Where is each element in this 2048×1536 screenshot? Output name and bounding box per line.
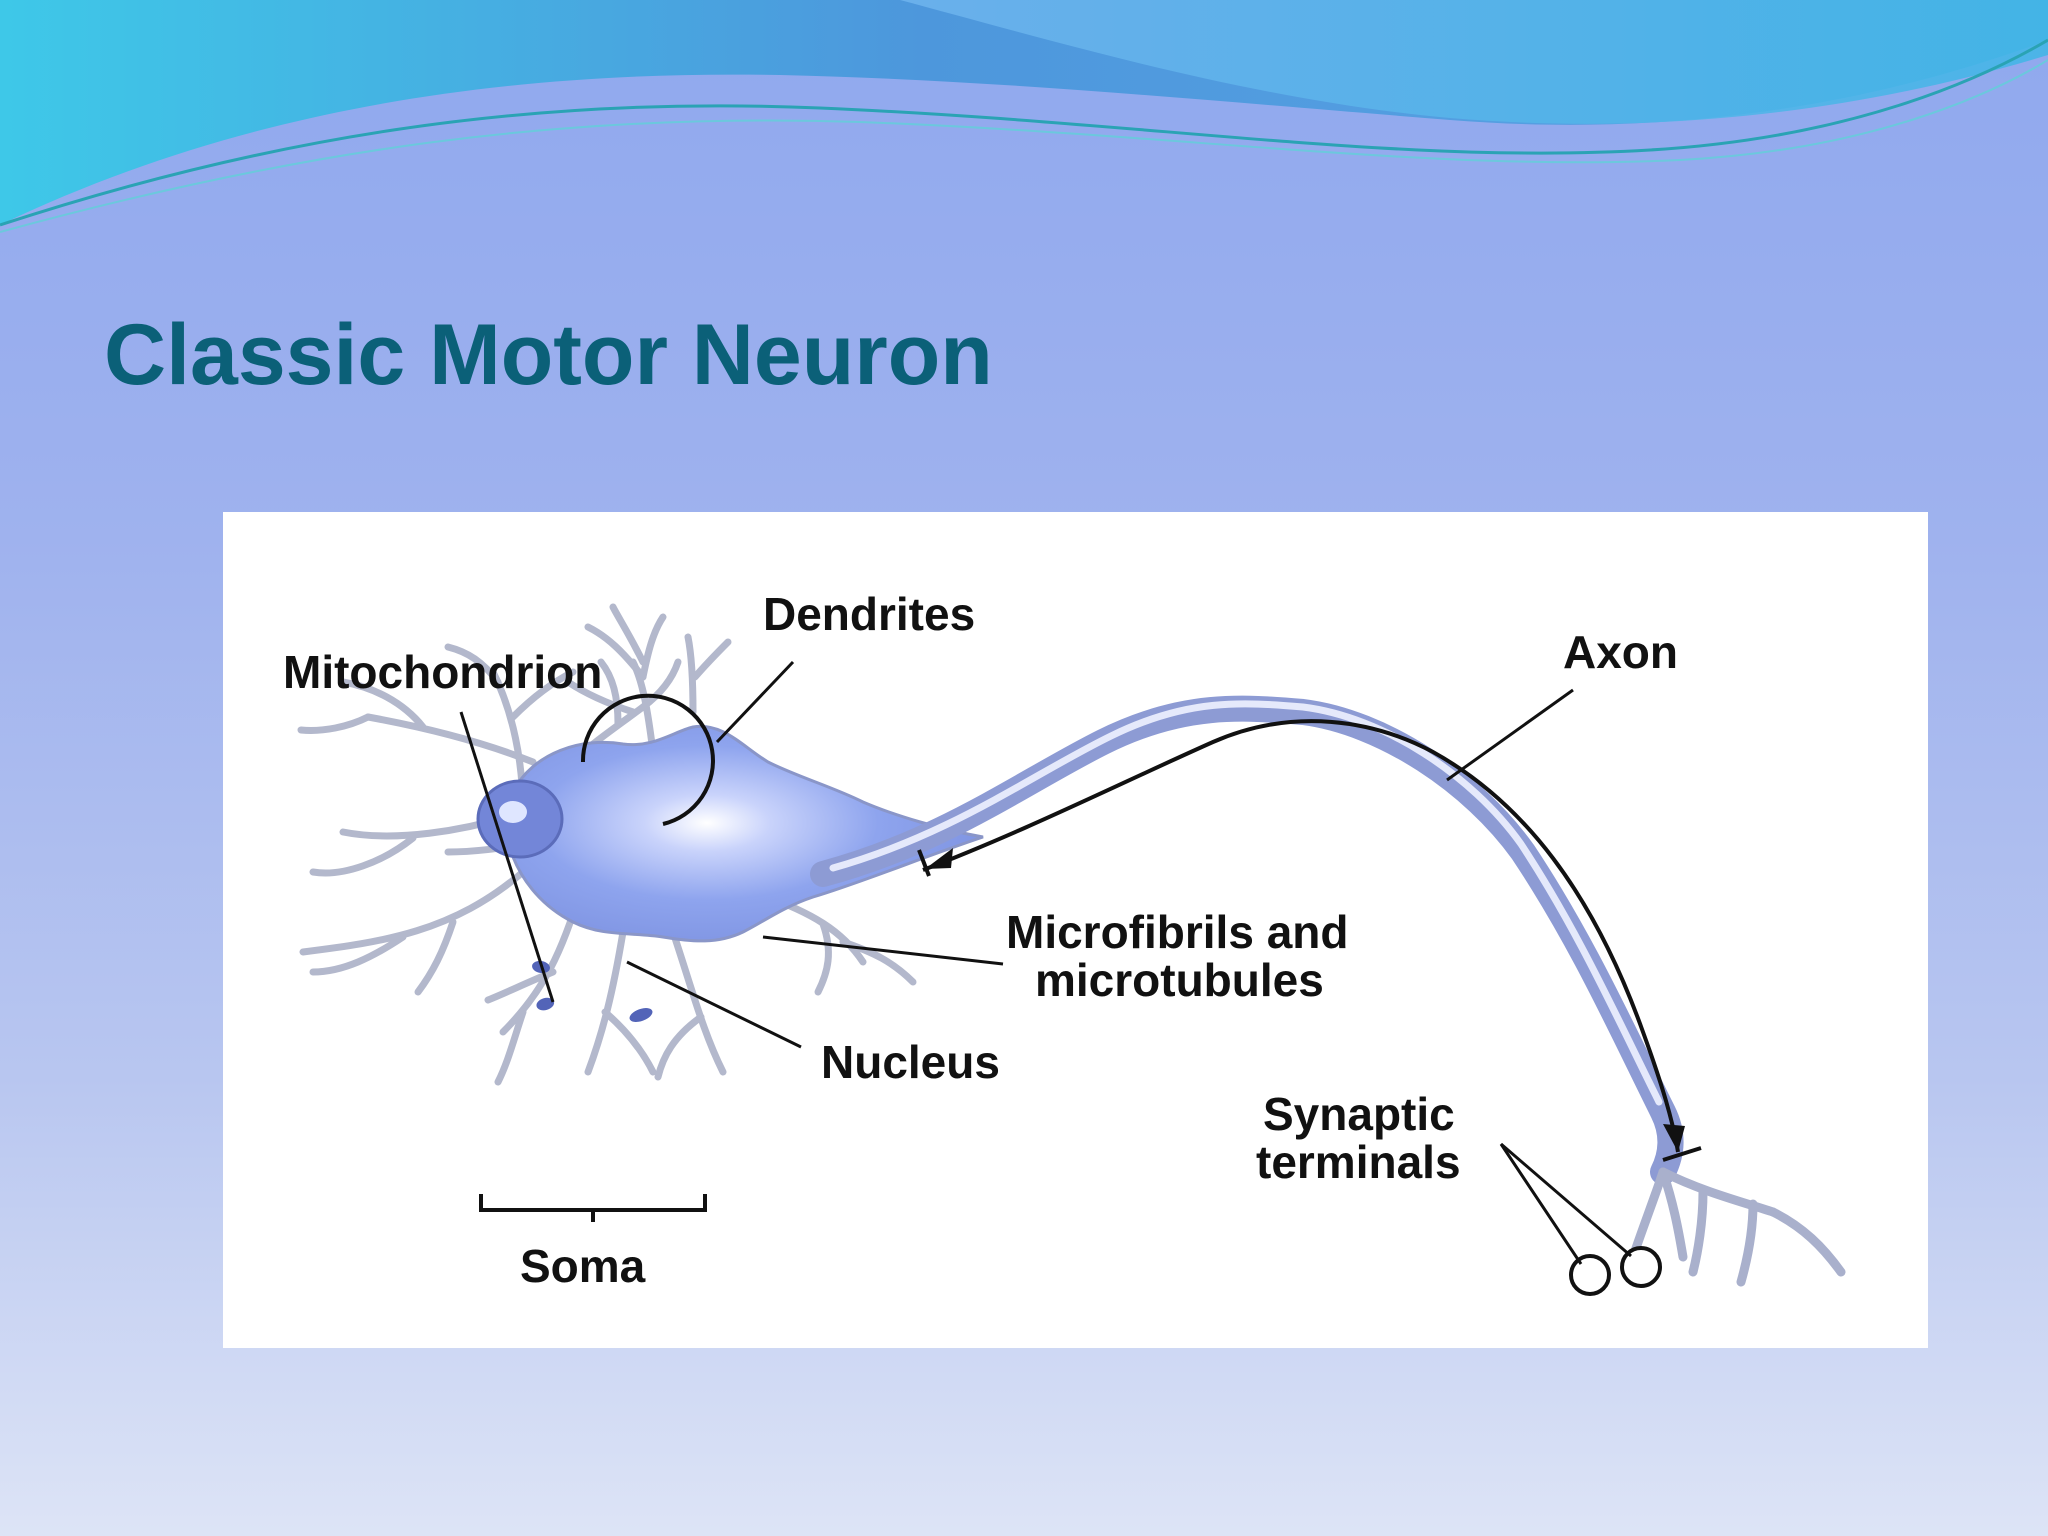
neuron-diagram: Dendrites Mitochondrion Axon Microfibril… (283, 588, 1846, 1296)
soma-label: Soma (520, 1240, 646, 1292)
dendrites-leader-line (715, 660, 795, 744)
dendrites-label: Dendrites (763, 588, 975, 640)
microfibrils-leader-line (762, 935, 1004, 966)
soma-body (505, 724, 984, 943)
axon-arrow-stop-end (1662, 1146, 1702, 1162)
nucleolus-highlight (499, 801, 527, 823)
axon-arrow-stop-start (917, 849, 931, 877)
soma-bracket (479, 1194, 707, 1222)
synaptic-leader-line-2 (1500, 1142, 1632, 1258)
synaptic-terminal-knob-1 (1569, 1254, 1611, 1296)
synaptic-label-line2: terminals (1256, 1136, 1461, 1188)
nucleus-label: Nucleus (821, 1036, 1000, 1088)
mitochondrion-label: Mitochondrion (283, 646, 602, 698)
nucleus-leader-line (626, 960, 802, 1049)
dendrites-callout-circle (580, 693, 715, 826)
synaptic-label-line1: Synaptic (1263, 1088, 1455, 1140)
axon-arrowhead-end (1663, 1124, 1685, 1152)
neuron-diagram-panel: Dendrites Mitochondrion Axon Microfibril… (223, 512, 1928, 1348)
slide-title: Classic Motor Neuron (104, 307, 993, 403)
microfibrils-label-line2: microtubules (1035, 954, 1324, 1006)
microfibrils-label-line1: Microfibrils and (1006, 906, 1348, 958)
axon-label: Axon (1563, 626, 1678, 678)
mitochondrion-shape-2 (629, 1008, 653, 1022)
axon-leader-line (1446, 688, 1574, 782)
axon-length-arrow (922, 719, 1680, 1153)
synaptic-leader-line-1 (1499, 1143, 1583, 1265)
mitochondrion-shape (536, 997, 555, 1011)
axon-highlight (829, 700, 1663, 1106)
axon-terminal-branches (1628, 1167, 1846, 1287)
axon-arrowhead-start (925, 848, 953, 869)
mitochondrion-leader-line (459, 711, 555, 1003)
synaptic-terminal-knob-2 (1620, 1246, 1662, 1288)
wave-header-decoration (0, 0, 2048, 233)
